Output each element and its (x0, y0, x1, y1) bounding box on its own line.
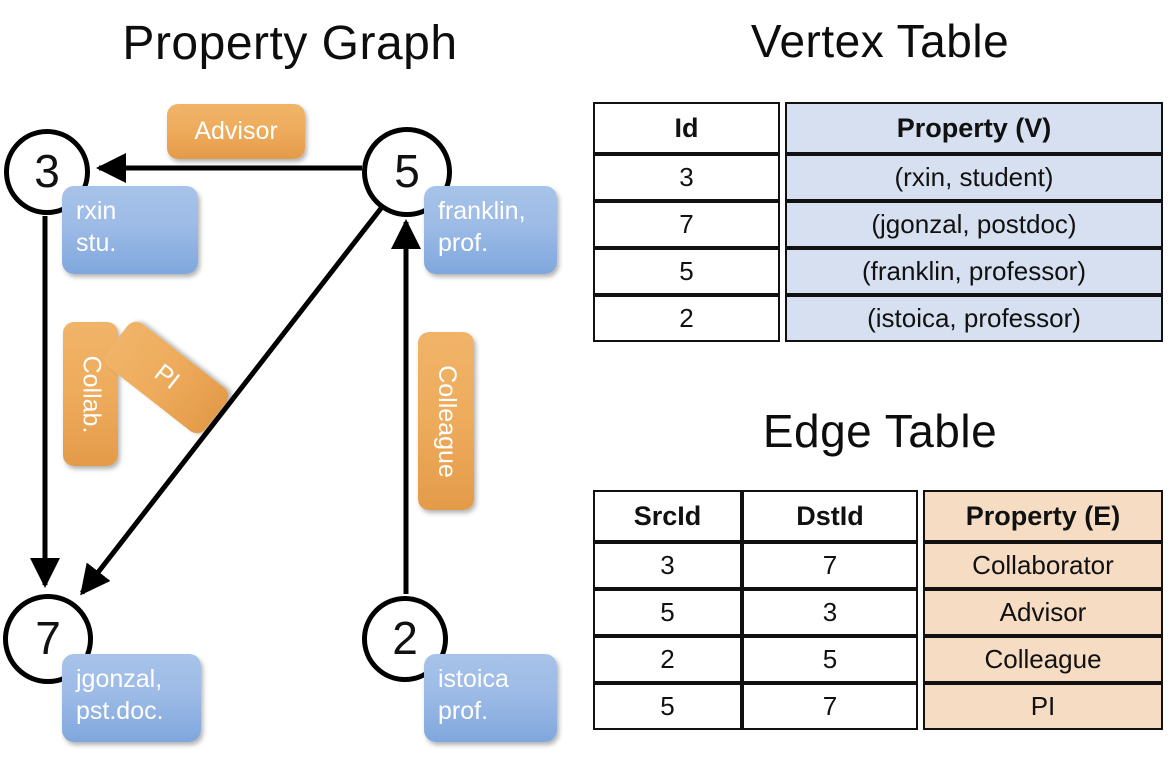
edge-label-colleague: Colleague (418, 332, 474, 510)
vertex-node-2[interactable]: 2 (362, 596, 448, 682)
edge-label-collab-text: Collab. (77, 355, 106, 433)
vertex-node-2-label: 2 (392, 612, 418, 664)
column-gap (918, 542, 923, 589)
edge-row-0-dst: 7 (742, 542, 918, 589)
vertex-property-jgonzal-line1: jgonzal, (76, 665, 163, 693)
vertex-property-istoica-line1: istoica (438, 665, 509, 693)
vertex-property-box-jgonzal: jgonzal, pst.doc. (62, 654, 201, 742)
edge-label-pi-text: PI (148, 358, 185, 396)
vertex-row-3-property: (istoica, professor) (785, 295, 1163, 342)
edge-table-header-srcid: SrcId (593, 490, 742, 542)
edge-row-1-src: 5 (593, 589, 742, 636)
vertex-node-5-label: 5 (394, 145, 420, 197)
vertex-property-franklin-line1: franklin, (438, 197, 526, 225)
table-row[interactable]: 5 3 Advisor (593, 589, 1163, 636)
column-gap (918, 490, 923, 542)
vertex-property-rxin-line1: rxin (76, 197, 117, 225)
edge-row-0-src: 3 (593, 542, 742, 589)
vertex-node-7-label: 7 (35, 612, 61, 664)
vertex-property-franklin-line2: prof. (438, 229, 489, 257)
edge-table-header-dstid: DstId (742, 490, 918, 542)
vertex-table-header-id: Id (593, 102, 780, 154)
edge-row-1-property: Advisor (923, 589, 1163, 636)
edge-label-advisor-text: Advisor (194, 117, 278, 145)
graph-edge-lines (30, 153, 421, 596)
edge-row-2-property: Colleague (923, 636, 1163, 683)
column-gap (918, 683, 923, 730)
vertex-property-box-istoica: istoica prof. (424, 654, 557, 742)
vertex-row-3-id: 2 (593, 295, 780, 342)
vertex-property-box-franklin: franklin, prof. (424, 186, 557, 274)
vertex-property-istoica-line2: prof. (438, 697, 489, 725)
vertex-table: Id Property (V) 3 (rxin, student) 7 (jgo… (593, 102, 1163, 342)
vertex-row-0-property: (rxin, student) (785, 154, 1163, 201)
column-gap (918, 636, 923, 683)
edge-row-2-src: 2 (593, 636, 742, 683)
column-gap (780, 102, 785, 154)
edge-table-header-property: Property (E) (923, 490, 1163, 542)
edge-label-colleague-text: Colleague (432, 364, 461, 478)
edge-row-3-dst: 7 (742, 683, 918, 730)
table-row[interactable]: 2 (istoica, professor) (593, 295, 1163, 342)
table-row[interactable]: 5 7 PI (593, 683, 1163, 730)
vertex-table-header-row: Id Property (V) (593, 102, 1163, 154)
column-gap (780, 248, 785, 295)
edge-label-collab: Collab. (63, 322, 118, 466)
edge-row-2-dst: 5 (742, 636, 918, 683)
edge-row-1-dst: 3 (742, 589, 918, 636)
vertex-property-rxin-line2: stu. (76, 229, 117, 257)
column-gap (918, 589, 923, 636)
edge-5-to-7 (80, 205, 384, 596)
column-gap (780, 201, 785, 248)
vertex-row-1-property: (jgonzal, postdoc) (785, 201, 1163, 248)
edge-table-header-row: SrcId DstId Property (E) (593, 490, 1163, 542)
vertex-row-2-property: (franklin, professor) (785, 248, 1163, 295)
vertex-property-box-rxin: rxin stu. (62, 186, 198, 274)
table-row[interactable]: 3 (rxin, student) (593, 154, 1163, 201)
vertex-node-3-label: 3 (34, 145, 60, 197)
section-title-edge-table: Edge Table (762, 405, 998, 457)
vertex-table-header-property: Property (V) (785, 102, 1163, 154)
table-row[interactable]: 2 5 Colleague (593, 636, 1163, 683)
vertex-property-jgonzal-line2: pst.doc. (76, 697, 164, 725)
edge-table: SrcId DstId Property (E) 3 7 Collaborato… (593, 490, 1163, 730)
page-title-property-graph: Property Graph (122, 17, 458, 70)
edge-row-3-src: 5 (593, 683, 742, 730)
vertex-row-1-id: 7 (593, 201, 780, 248)
table-row[interactable]: 7 (jgonzal, postdoc) (593, 201, 1163, 248)
vertex-row-0-id: 3 (593, 154, 780, 201)
edge-row-0-property: Collaborator (923, 542, 1163, 589)
column-gap (780, 295, 785, 342)
vertex-node-5[interactable]: 5 (362, 127, 452, 217)
edge-row-3-property: PI (923, 683, 1163, 730)
edge-label-advisor: Advisor (167, 104, 305, 159)
vertex-row-2-id: 5 (593, 248, 780, 295)
table-row[interactable]: 3 7 Collaborator (593, 542, 1163, 589)
property-graph-diagram: 3 5 7 2 rxin stu. franklin, prof. jgonza… (3, 104, 557, 742)
table-row[interactable]: 5 (franklin, professor) (593, 248, 1163, 295)
column-gap (780, 154, 785, 201)
section-title-vertex-table: Vertex Table (750, 15, 1010, 67)
